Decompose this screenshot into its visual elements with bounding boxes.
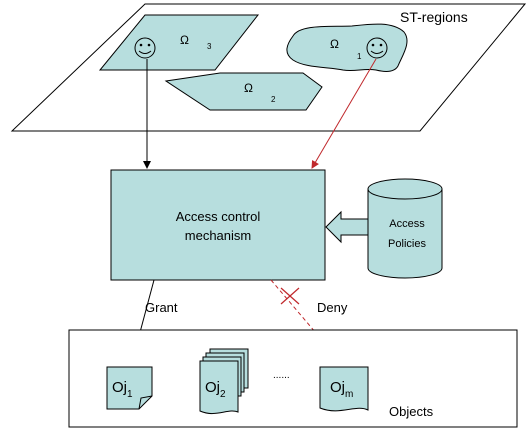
region-2-symbol: Ω: [244, 81, 253, 95]
access-control-mechanism-box: [110, 169, 326, 281]
region-omega-2: [164, 72, 323, 111]
grant-label: Grant: [145, 300, 178, 315]
policies-label-line1: Access: [389, 218, 425, 230]
st-regions-label: ST-regions: [400, 9, 468, 25]
region-omega-1: [286, 23, 408, 72]
object-m-label: Ojm: [330, 379, 353, 400]
objects-ellipsis: ......: [273, 370, 290, 381]
object-1-label: Oj1: [112, 379, 133, 400]
user1-to-mechanism-arrow: [311, 58, 377, 169]
smiley-icon: [134, 37, 156, 59]
region-1-symbol: Ω: [330, 37, 339, 51]
access-policies-database: [367, 178, 443, 279]
mechanism-label-line2: mechanism: [185, 228, 251, 243]
mechanism-label-line1: Access control: [176, 209, 261, 224]
policies-block-arrow: [325, 210, 369, 244]
region-2-index: 2: [271, 95, 276, 104]
deny-cross-icon: [280, 287, 300, 305]
object-2-documents-stack-icon: [199, 348, 249, 415]
region-3-symbol: Ω: [180, 33, 189, 47]
object-m-document-icon: [319, 366, 369, 412]
deny-label: Deny: [317, 300, 348, 315]
region-3-index: 3: [207, 42, 212, 51]
objects-label: Objects: [389, 404, 434, 419]
region-1-index: 1: [357, 52, 362, 61]
policies-label-line2: Policies: [388, 238, 426, 250]
object-2-label: Oj2: [205, 379, 226, 400]
smiley-icon: [366, 37, 388, 59]
